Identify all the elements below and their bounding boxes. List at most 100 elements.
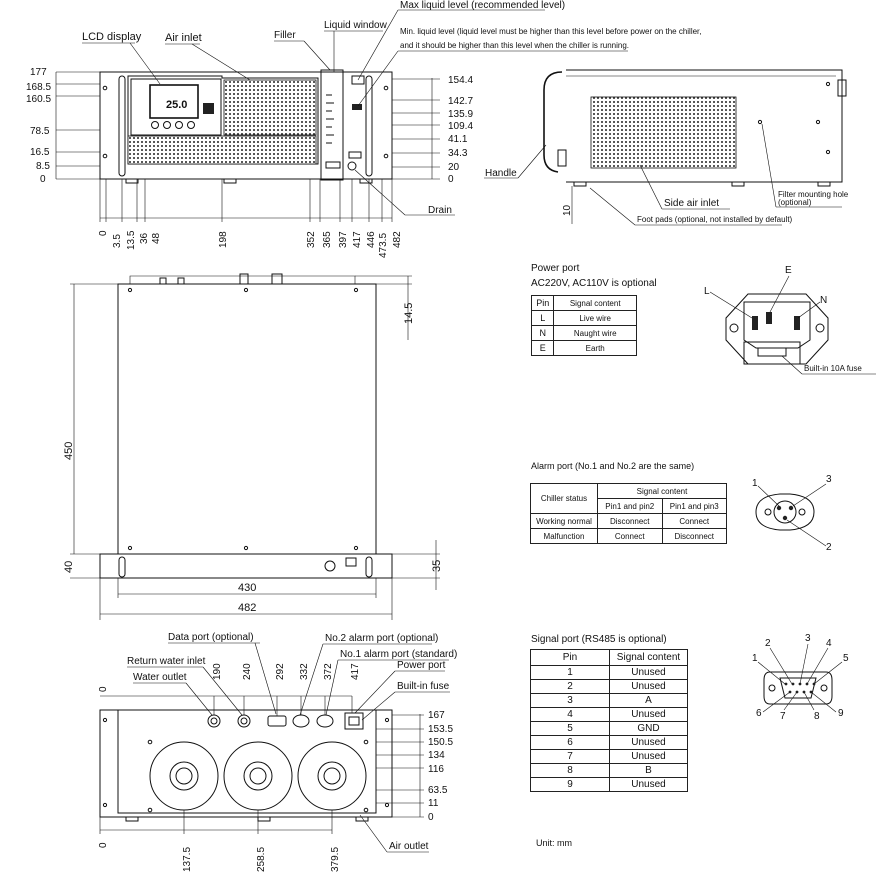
side-view: Handle Side air inlet Filter mounting ho…: [484, 69, 849, 226]
svg-text:0: 0: [40, 174, 46, 185]
power-pin-e-label: E: [785, 265, 792, 276]
db9-pin7-label: 7: [780, 711, 786, 722]
return-water-port: [237, 714, 251, 728]
top-front-panel: [99, 553, 393, 579]
rear-bottom-dims: 0 137.5 258.5 379.5: [98, 842, 341, 872]
lcd-readout: 25.0: [166, 99, 187, 111]
no1-alarm-label: No.1 alarm port (standard): [340, 649, 457, 660]
top-body-outline: [117, 283, 377, 555]
svg-text:379.5: 379.5: [330, 847, 341, 872]
front-handle-left: [118, 75, 126, 177]
rear-right-dims: 167 153.5 150.5 134 116 63.5 11 0: [428, 710, 453, 823]
db9-pin2-label: 2: [765, 638, 771, 649]
alarm-pin2-label: 2: [826, 542, 832, 553]
svg-text:34.3: 34.3: [448, 148, 468, 159]
svg-text:0: 0: [98, 842, 109, 848]
power-port-diagram: L E N Built-in 10A fuse: [704, 265, 876, 375]
drain-label: Drain: [428, 205, 452, 216]
fuse-label: Built-in 10A fuse: [804, 364, 862, 373]
front-view: 25.0 LCD display Air inlet Filler Liquid…: [26, 0, 702, 258]
power-port-label: Power port: [397, 660, 446, 671]
svg-text:292: 292: [275, 663, 286, 680]
svg-text:63.5: 63.5: [428, 785, 448, 796]
svg-text:417: 417: [352, 231, 363, 248]
top-dim-450: 450: [63, 442, 75, 460]
svg-text:134: 134: [428, 750, 445, 761]
front-panel-outline: [99, 71, 393, 180]
lcd-display: [149, 84, 199, 119]
svg-text:16.5: 16.5: [30, 147, 50, 158]
drain-valve: [347, 161, 357, 171]
signal-port-diagram: 1 2 3 4 5 6 7 8 9: [752, 633, 849, 722]
signal-port-title: Signal port (RS485 is optional): [531, 634, 667, 645]
power-port-socket: [344, 712, 364, 730]
rear-top-dims: 190 240 292 332 372 417: [212, 663, 361, 680]
no1-alarm-port: [316, 714, 334, 728]
air-inlet-mesh: [223, 79, 317, 136]
top-dim-430: 430: [238, 582, 256, 594]
svg-text:372: 372: [323, 663, 334, 680]
alarm-port-title: Alarm port (No.1 and No.2 are the same): [531, 461, 695, 471]
svg-text:473.5: 473.5: [378, 233, 389, 258]
air-inlet-label: Air inlet: [165, 32, 202, 44]
svg-text:135.9: 135.9: [448, 109, 473, 120]
unit-label: Unit: mm: [536, 838, 572, 848]
svg-text:8.5: 8.5: [36, 161, 50, 172]
rear-view: Data port (optional) Return water inlet …: [98, 632, 457, 872]
power-header-pin: Pin: [530, 295, 555, 311]
svg-text:352: 352: [306, 231, 317, 248]
power-port-title: Power port: [531, 263, 580, 274]
data-port-label: Data port (optional): [168, 632, 254, 643]
power-pin-l-label: L: [704, 286, 710, 297]
svg-text:137.5: 137.5: [182, 847, 193, 872]
fan-1: [149, 741, 219, 811]
top-dim-40: 40: [63, 561, 75, 573]
svg-text:0: 0: [448, 174, 454, 185]
db9-pin1-label: 1: [752, 653, 758, 664]
alarm-pin3-label: 3: [826, 474, 832, 485]
side-dim-10: 10: [562, 204, 573, 216]
db9-pin8-label: 8: [814, 711, 820, 722]
fan-2: [223, 741, 293, 811]
filter-hole-optional: (optional): [778, 198, 812, 207]
front-bottom-dims: 0 3.5 13.5 36 48 198 352 365 397 417 446…: [98, 230, 403, 258]
water-outlet-label: Water outlet: [133, 672, 187, 683]
svg-text:177: 177: [30, 67, 47, 78]
handle-label: Handle: [485, 168, 517, 179]
svg-text:332: 332: [299, 663, 310, 680]
svg-text:397: 397: [338, 231, 349, 248]
svg-text:446: 446: [366, 231, 377, 248]
no2-alarm-label: No.2 alarm port (optional): [325, 633, 438, 644]
max-level-label: Max liquid level (recommended level): [400, 0, 565, 11]
rear-left-zero-top: 0: [98, 686, 109, 692]
svg-text:150.5: 150.5: [428, 737, 453, 748]
front-handle-right: [365, 75, 373, 177]
min-level-label-line1: Min. liquid level (liquid level must be …: [400, 27, 702, 36]
air-outlet-label: Air outlet: [389, 841, 429, 852]
builtin-fuse-label: Built-in fuse: [397, 681, 450, 692]
svg-text:258.5: 258.5: [256, 847, 267, 872]
top-dim-35: 35: [431, 560, 443, 572]
svg-text:417: 417: [350, 663, 361, 680]
power-header-signal: Signal content: [553, 295, 637, 311]
svg-text:198: 198: [218, 231, 229, 248]
no2-alarm-port: [292, 714, 310, 728]
svg-text:13.5: 13.5: [126, 230, 137, 250]
signal-header-content: Signal content: [609, 649, 688, 666]
svg-text:0: 0: [98, 230, 109, 236]
alarm-port-diagram: 1 3 2: [752, 474, 832, 553]
side-handle: [543, 71, 563, 173]
svg-text:365: 365: [322, 231, 333, 248]
